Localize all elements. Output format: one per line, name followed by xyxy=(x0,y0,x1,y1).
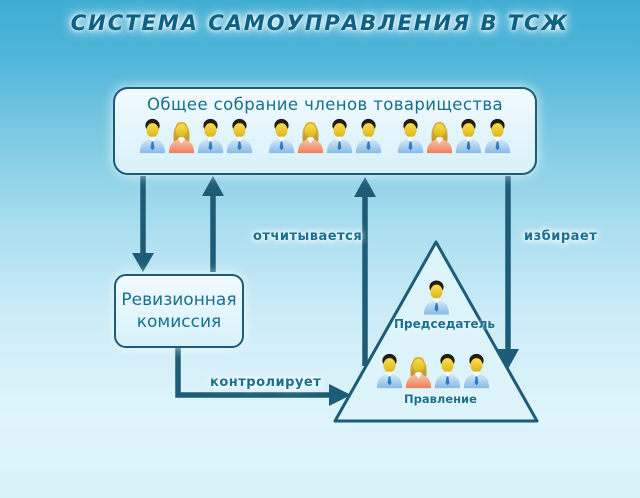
board-icons-slot xyxy=(375,350,491,390)
edge-label-elects: избирает xyxy=(524,229,598,244)
audit-commission-label-line2: комиссия xyxy=(136,312,222,332)
person-female-icon xyxy=(166,115,197,155)
edge-label-reports: отчитывается xyxy=(253,229,363,244)
person-male-icon xyxy=(195,115,226,155)
person-male-icon xyxy=(324,115,355,155)
edge-label-controls: контролирует xyxy=(210,375,322,390)
general-meeting-label: Общее собрание членов товарищества xyxy=(147,95,503,114)
person-male-icon xyxy=(432,350,463,390)
person-male-icon xyxy=(353,115,384,155)
person-male-icon xyxy=(137,115,168,155)
arrow-elects-head xyxy=(497,349,519,369)
arrow-audit-to-meeting-head xyxy=(202,176,224,196)
person-male-icon xyxy=(374,350,405,390)
audit-commission-box: Ревизионная комиссия xyxy=(114,274,244,348)
person-female-icon xyxy=(424,115,455,155)
people-group xyxy=(421,278,452,315)
general-meeting-box: Общее собрание членов товарищества xyxy=(113,87,537,175)
arrow-meeting-to-audit-head xyxy=(132,253,154,272)
people-group xyxy=(267,115,383,155)
page-title: СИСТЕМА САМОУПРАВЛЕНИЯ В ТСЖ xyxy=(70,11,570,35)
audit-commission-label-line1: Ревизионная xyxy=(121,289,237,310)
person-female-icon xyxy=(295,115,326,155)
person-male-icon xyxy=(453,115,484,155)
person-male-icon xyxy=(224,115,255,155)
board-label: Правление xyxy=(404,392,477,406)
chairman-label: Председатель xyxy=(394,317,495,331)
person-male-icon xyxy=(421,278,452,315)
person-male-icon xyxy=(461,350,492,390)
person-male-icon xyxy=(395,115,426,155)
people-group xyxy=(375,350,491,390)
people-group xyxy=(396,115,512,155)
person-male-icon xyxy=(266,115,297,155)
arrow-reports-head xyxy=(354,177,376,197)
meeting-members-row xyxy=(138,115,512,155)
arrow-controls-head xyxy=(329,384,351,406)
chairman-icon-slot xyxy=(421,278,452,315)
people-group xyxy=(138,115,254,155)
person-male-icon xyxy=(482,115,513,155)
person-female-icon xyxy=(403,350,434,390)
